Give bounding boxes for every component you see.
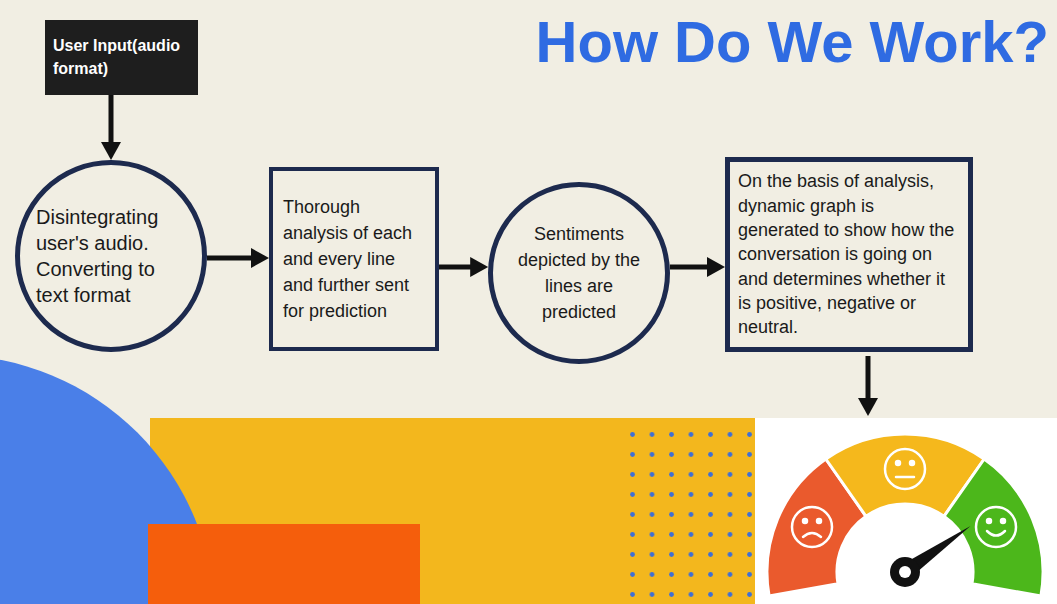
arrow-shaft — [207, 256, 255, 261]
positive-segment — [944, 459, 1043, 596]
process-circle: Disintegrating user's audio. Converting … — [15, 160, 207, 352]
sad-face — [792, 507, 832, 547]
arrow-head — [707, 257, 725, 277]
orange-block — [148, 524, 420, 604]
arrow-shaft — [109, 95, 114, 146]
flow-arrow — [207, 248, 269, 268]
node-label: On the basis of analysis, dynamic graph … — [738, 169, 960, 339]
face-mouth — [987, 531, 1005, 536]
face-mouth — [803, 533, 821, 537]
arrow-shaft — [866, 356, 871, 400]
arrow-head — [470, 257, 488, 277]
face-eye — [987, 519, 991, 523]
circle-outline — [15, 160, 207, 352]
face-eye — [1001, 519, 1005, 523]
arrow-head — [101, 142, 121, 160]
dot-grid — [628, 430, 754, 604]
arrow-shaft — [439, 265, 474, 270]
face-eye — [817, 519, 821, 523]
gauge-faces — [792, 449, 1016, 547]
process-circle: Sentiments depicted by the lines are pre… — [488, 182, 670, 364]
node-label: Sentiments depicted by the lines are pre… — [512, 221, 647, 325]
node-label: User Input(audio format) — [53, 35, 190, 80]
happy-face — [976, 507, 1016, 547]
neutral-face — [885, 449, 925, 489]
node-label: Disintegrating user's audio. Converting … — [36, 204, 186, 308]
arrow-head — [858, 398, 878, 416]
circle-border — [18, 163, 205, 350]
face-eye — [910, 461, 914, 465]
result-box: On the basis of analysis, dynamic graph … — [725, 157, 973, 352]
page-title: How Do We Work? — [536, 8, 1049, 75]
sentiment-gauge — [767, 434, 1043, 596]
arrow-to-gauge — [858, 356, 878, 416]
arrow-head — [251, 248, 269, 268]
arrow-shaft — [670, 265, 711, 270]
flow-arrow — [101, 95, 121, 160]
circle-border — [491, 185, 668, 362]
process-box: Thorough analysis of each and every line… — [269, 167, 439, 351]
circle-outline — [488, 182, 670, 364]
node-label: Thorough analysis of each and every line… — [283, 194, 425, 324]
face-eye — [896, 461, 900, 465]
needle-pivot-hole — [899, 566, 911, 578]
face-eye — [803, 519, 807, 523]
flow-arrow — [670, 257, 725, 277]
needle-pivot — [890, 557, 920, 587]
flow-arrow — [439, 257, 488, 277]
gauge-panel — [755, 418, 1057, 604]
face-mouth — [896, 476, 914, 479]
input-box: User Input(audio format) — [45, 20, 198, 95]
